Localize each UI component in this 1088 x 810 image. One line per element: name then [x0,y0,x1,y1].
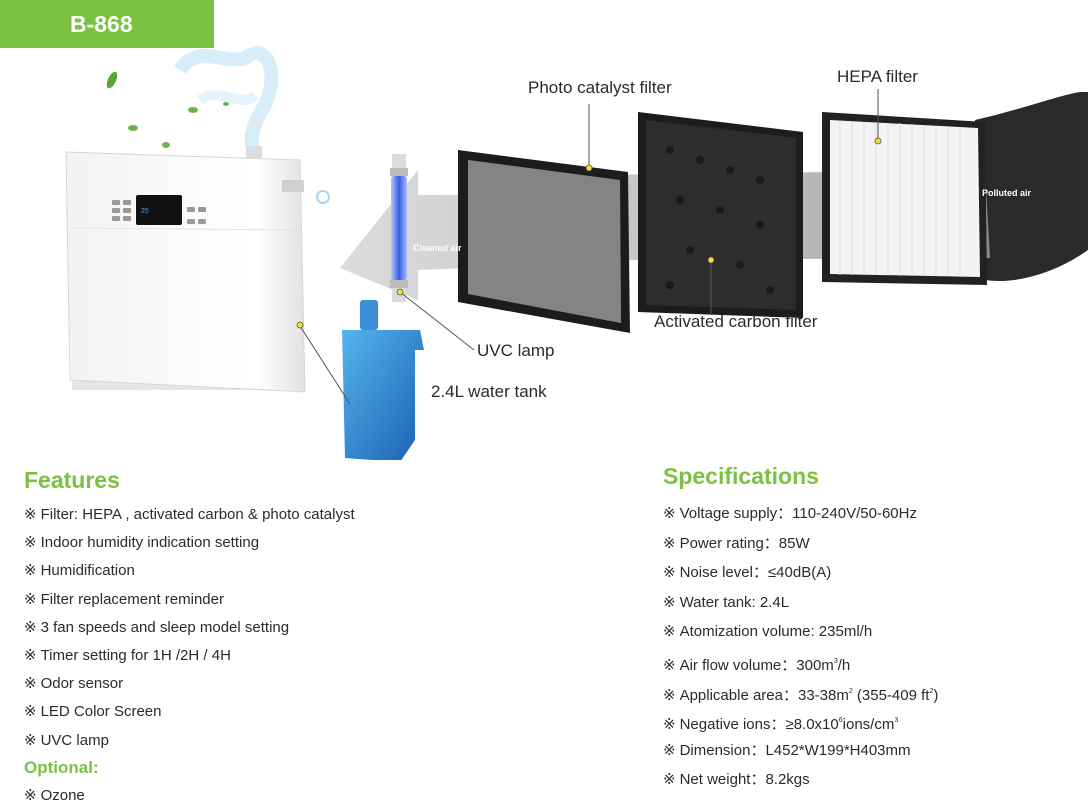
spec-ions: ※Negative ions：≥8.0x106ions/cm3 [663,716,899,734]
activated-carbon-filter-label: Activated carbon filter [654,312,818,331]
mist-and-leaves-graphic [106,46,330,204]
model-tag: B-868 [0,0,214,48]
list-item: ※Ozone [24,787,85,804]
features-list: ※Filter: HEPA , activated carbon & photo… [24,501,355,755]
air-purifier-unit: 25 [65,146,306,393]
specifications-list: ※Voltage supply：110-240V/50-60Hz ※Power … [663,499,938,795]
spec-noise: ※Noise level：≤40dB(A) [663,564,832,582]
optional-title: Optional: [24,758,99,777]
water-tank-label: 2.4L water tank [431,382,547,401]
list-item: ※Filter: HEPA , activated carbon & photo… [24,506,355,523]
water-tank-graphic [342,300,424,460]
optional-list: ※Ozone [24,782,85,810]
model-name: B-868 [70,10,133,37]
spec-voltage: ※Voltage supply：110-240V/50-60Hz [663,505,917,522]
display-readout: 25 [141,208,149,215]
uvc-lamp-label: UVC lamp [477,341,555,360]
hepa-filter-label: HEPA filter [837,67,918,86]
polluted-air-shape [975,92,1088,281]
list-item: ※Humidification [24,562,135,580]
list-item: ※Odor sensor [24,675,124,693]
list-item: ※UVC lamp [24,731,109,749]
spec-airflow: ※Air flow volume：300m3/h [663,656,851,674]
spec-weight: ※Net weight：8.2kgs [663,771,810,789]
spec-dimension: ※Dimension：L452*W199*H403mm [663,741,911,759]
features-title: Features [24,467,120,493]
hepa-filter-graphic [822,112,987,285]
list-item: ※Timer setting for 1H /2H / 4H [24,646,231,664]
list-item: ※Filter replacement reminder [24,590,224,608]
product-exploded-view: 25 [65,46,1088,460]
leader-dots [296,137,882,329]
spec-power: ※Power rating：85W [663,534,810,552]
photo-catalyst-filter-label: Photo catalyst filter [528,78,672,97]
spec-atomization: ※Atomization volume: 235ml/h [663,623,873,641]
spec-area: ※Applicable area：33-38m2 (355-409 ft2) [663,686,939,704]
activated-carbon-filter-graphic [638,112,803,318]
specifications-title: Specifications [663,463,819,489]
spec-water-tank: ※Water tank: 2.4L [663,593,790,611]
cleaned-air-label: Cleaned air [413,243,462,253]
list-item: ※LED Color Screen [24,703,162,721]
leader-lines [299,89,879,405]
list-item: ※Indoor humidity indication setting [24,534,260,552]
polluted-air-label: Polluted air [982,188,1032,198]
list-item: ※3 fan speeds and sleep model setting [24,618,290,636]
photo-catalyst-filter-graphic [458,150,630,333]
